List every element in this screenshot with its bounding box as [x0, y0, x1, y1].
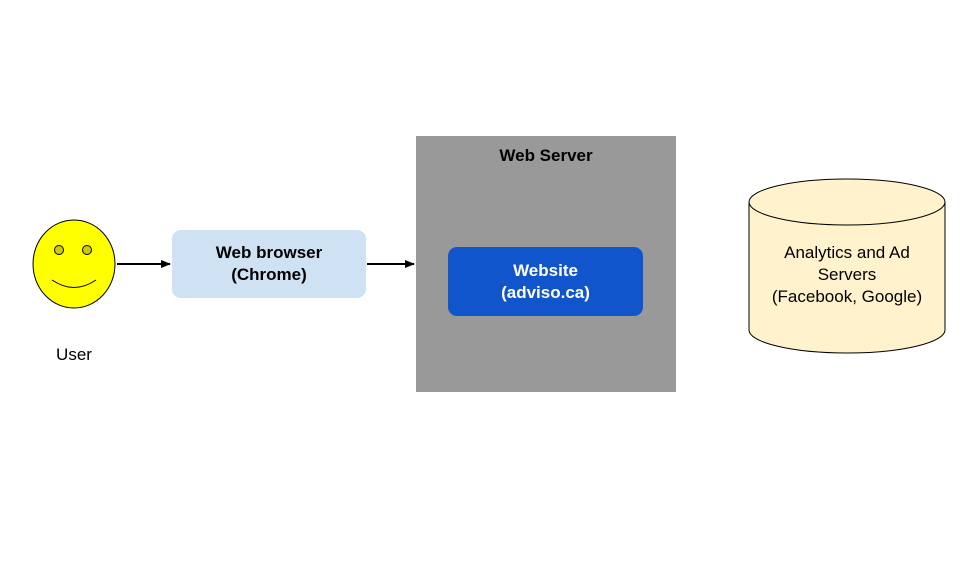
analytics-servers-label: Analytics and Ad Servers (Facebook, Goog…: [748, 242, 946, 308]
analytics-line-2: Servers: [817, 265, 877, 284]
user-label: User: [56, 345, 92, 364]
web-browser-node: Web browser (Chrome): [172, 230, 366, 298]
website-subtitle: (adviso.ca): [501, 282, 590, 302]
smiley-face-icon: [32, 219, 116, 309]
analytics-line-1: Analytics and Ad: [784, 243, 910, 262]
web-server-title: Web Server: [499, 146, 593, 165]
database-cylinder-icon: [748, 178, 946, 354]
web-browser-subtitle: (Chrome): [231, 265, 307, 284]
website-node: Website (adviso.ca): [448, 247, 643, 316]
analytics-line-3: (Facebook, Google): [771, 287, 923, 306]
web-browser-title: Web browser: [215, 243, 323, 262]
website-title: Website: [513, 260, 578, 280]
